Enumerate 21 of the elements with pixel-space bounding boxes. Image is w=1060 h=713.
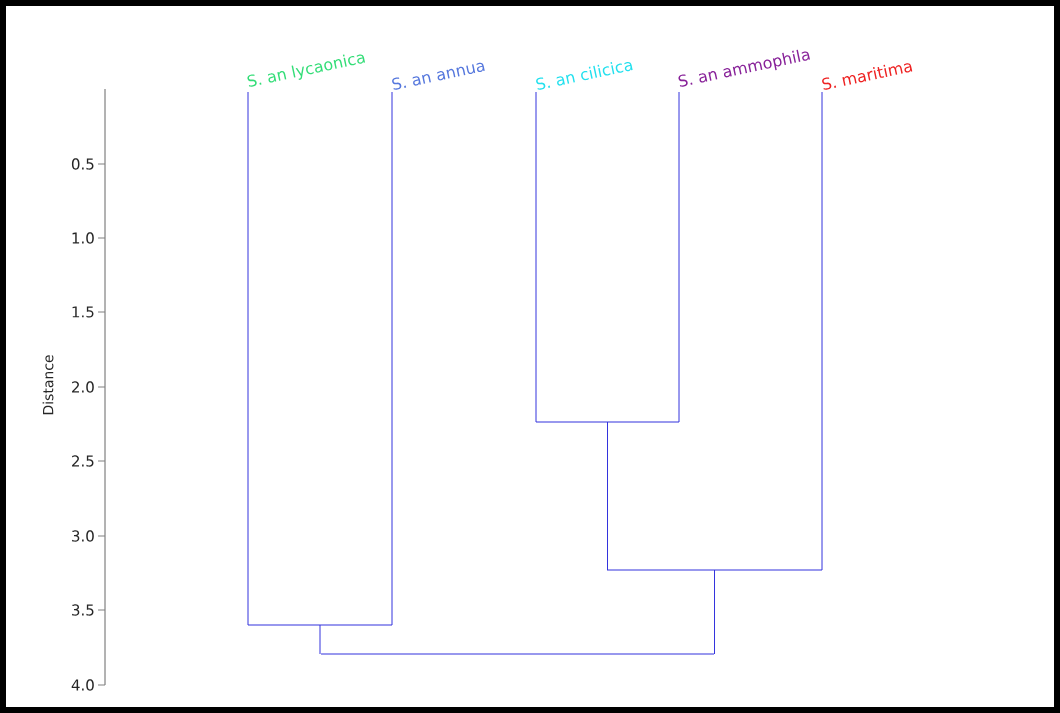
dendrogram-branch — [391, 91, 393, 626]
dendrogram-branch — [535, 91, 537, 423]
dendrogram-branch — [821, 91, 823, 571]
leaf-label: S. maritima — [822, 63, 913, 90]
leaf-label: S. an annua — [392, 62, 485, 90]
leaf-label: S. an lycaonica — [247, 54, 366, 87]
dendrogram-branch — [319, 624, 321, 655]
tick-label: 2.0 — [72, 381, 94, 393]
tick-label: 3.0 — [72, 530, 94, 542]
dendrogram-branch — [678, 91, 680, 423]
dendrogram-branch — [714, 569, 715, 655]
dendrogram-branch — [607, 421, 608, 571]
tick-label: 4.0 — [71, 679, 94, 691]
dendrogram-branch — [247, 91, 249, 626]
tick-label: 0.5 — [71, 158, 94, 170]
tick-label: 1.0 — [72, 232, 94, 244]
tick-label: 3.5 — [72, 604, 94, 616]
leaf-label: S. an cilicica — [536, 61, 633, 90]
tick-label: 1.5 — [72, 306, 94, 318]
axis-title: Distance — [42, 355, 54, 415]
tick-label: 2.5 — [72, 455, 94, 467]
